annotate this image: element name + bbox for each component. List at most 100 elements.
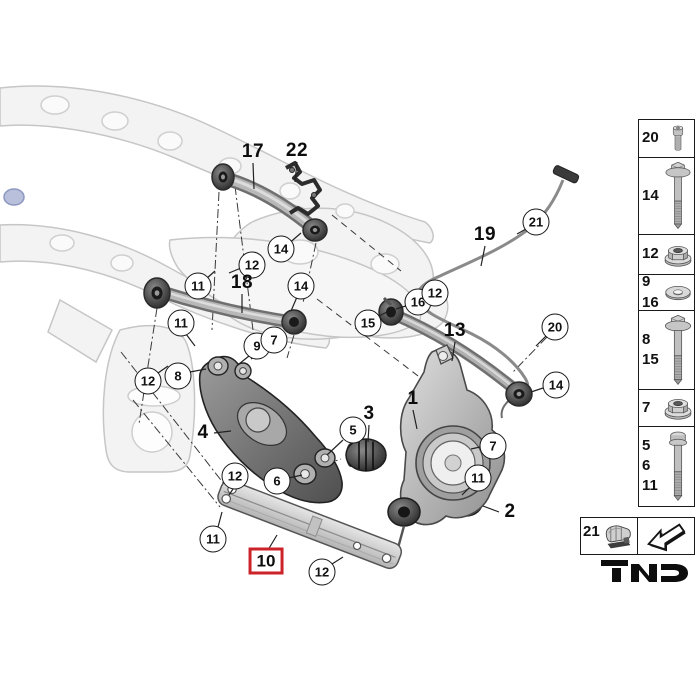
fastener-icon-cell [662,390,694,426]
callout-5: 5 [339,416,367,444]
trailing-arm-13-art [378,296,533,407]
flange-nut-icon [663,238,693,272]
fastener-row-20: 20 [638,118,695,159]
lower-arm-4-art [198,355,343,504]
hex-bolt-icon [663,430,693,503]
ind-logo: IND [601,560,688,582]
callout-20: 20 [541,313,569,341]
fastener-number: 15 [642,351,659,368]
guide-arm-18-art [143,277,307,335]
fastener-row-labels: 14 [639,186,662,206]
part-label-18: 18 [230,272,254,293]
fastener-icon-cell [662,275,694,310]
fastener-number: 14 [642,186,659,204]
leader-line [530,387,544,393]
callout-11: 11 [184,272,212,300]
accessory-row: 21 [580,517,695,555]
fastener-number: 16 [642,293,659,311]
fastener-number: 9 [642,273,651,291]
leader-line [482,505,500,513]
upper-arm-17-art [211,163,328,242]
fastener-number: 8 [642,330,651,348]
socket-head-bolt-icon [663,123,693,155]
part-label-2: 2 [504,501,516,522]
bracket-22-art [285,161,322,216]
fastener-row-labels: 5 6 11 [639,436,662,497]
callout-12: 12 [238,251,266,279]
callout-6: 6 [263,467,291,495]
part-label-17: 17 [241,141,265,162]
part-label-3: 3 [363,403,375,424]
part-label-22: 22 [285,140,309,161]
leader-line [189,368,207,373]
fastener-row-labels: 20 [639,128,662,148]
leader-line [480,245,486,267]
fastener-row-14: 14 [638,157,695,235]
fastener-icon-cell [662,311,694,390]
fastener-row-5-6-11: 5 6 11 [638,425,695,507]
callout-21: 21 [522,208,550,236]
fastener-number: 5 [642,436,651,454]
fastener-row-labels: 12 [639,244,662,264]
leader-line [470,446,481,450]
leader-line [451,341,456,362]
leader-line [185,333,196,347]
fastener-icon-cell [662,235,694,275]
fastener-row-7: 7 [638,389,695,427]
fastener-number: 11 [642,477,658,495]
callout-12: 12 [221,462,249,490]
leader-line [367,424,370,443]
leader-line [213,430,232,434]
callout-8: 8 [164,362,192,390]
cable-clip-icon [601,521,635,551]
callout-11: 11 [167,309,195,337]
flange-hex-bolt-icon [663,161,693,231]
callout-14: 14 [287,272,315,300]
fastener-number: 12 [642,245,659,263]
leader-line [331,556,344,565]
fastener-row-labels: 7 [639,398,662,418]
leader-line [288,474,303,479]
leader-line [238,355,250,365]
flange-nut-icon [663,393,693,423]
fastener-icon-cell [662,120,694,158]
callout-7: 7 [479,432,507,460]
callout-12: 12 [134,367,162,395]
leader-line [535,335,547,347]
leader-line [412,409,418,430]
fastener-row-12: 12 [638,233,695,276]
highlighted-part-label-10: 10 [248,547,284,575]
fastener-icon-cell [662,427,694,506]
bushing-3-art [345,438,387,472]
callout-12: 12 [308,558,336,586]
part-label-1: 1 [407,388,419,409]
leader-line [217,511,223,528]
leader-line [252,162,255,190]
callout-14: 14 [267,235,295,263]
washer-icon [663,278,693,307]
direction-arrow-icon [642,520,690,552]
flange-hex-bolt-icon [663,314,693,387]
fastener-number: 20 [642,129,659,147]
part-label-19: 19 [473,224,497,245]
callout-15: 15 [354,309,382,337]
callout-12: 12 [421,279,449,307]
callout-14: 14 [542,371,570,399]
fastener-number: 6 [642,456,651,474]
part-label-4: 4 [197,422,209,443]
fastener-number: 7 [642,398,651,416]
callout-11: 11 [199,525,227,553]
leader-line [326,439,344,456]
accessory-number: 21 [583,522,600,540]
leader-line [228,488,234,496]
leader-line [290,296,298,312]
part-label-13: 13 [443,320,467,341]
accessory-cell-clip: 21 [580,517,639,555]
